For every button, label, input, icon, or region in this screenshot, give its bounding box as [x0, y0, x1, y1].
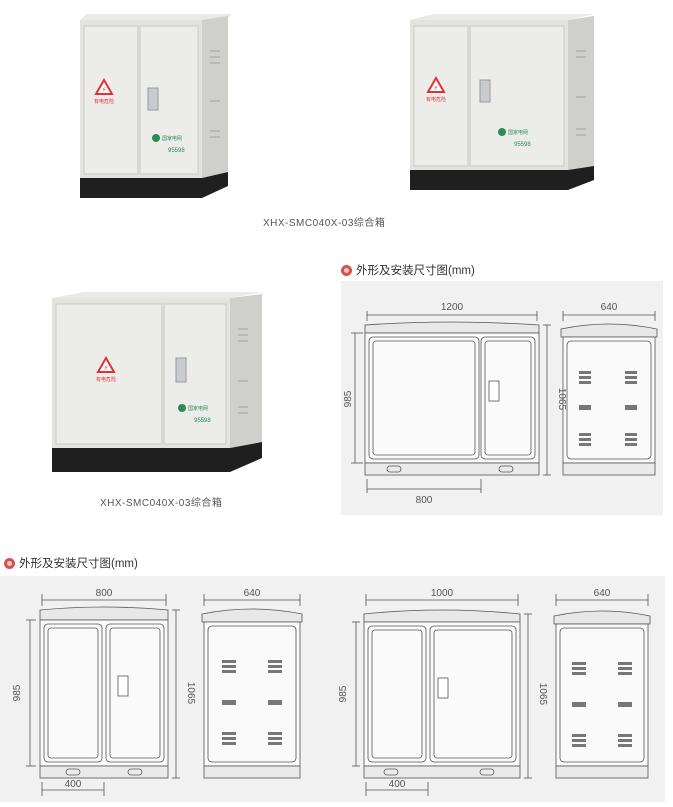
drawing-panel-1: 1200 985 1065 800 640	[341, 281, 663, 515]
section-title-1: 外形及安装尺寸图(mm)	[341, 262, 475, 278]
caution-label: 有电危险	[94, 98, 114, 105]
logo-text: 国家电网	[162, 135, 182, 142]
dim-height-1065: 1065	[185, 682, 196, 705]
dim-height-985: 985	[338, 685, 349, 702]
section-title-2: 外形及安装尺寸图(mm)	[4, 555, 138, 571]
bullet-icon	[4, 557, 15, 569]
top-caption: XHX-SMC040X-03综合箱	[263, 218, 386, 229]
dim-depth-640: 640	[594, 588, 611, 599]
dim-base-400: 400	[389, 779, 406, 790]
cabinet-photo-2: ⚡ 有电危险 国家电网 95598	[408, 10, 598, 195]
dim-width-1200: 1200	[441, 302, 464, 313]
dim-depth-640: 640	[244, 588, 261, 599]
dim-height-985: 985	[343, 390, 354, 407]
dim-height-985: 985	[12, 684, 23, 701]
hotline-badge: 95598	[194, 418, 211, 424]
logo-text: 国家电网	[188, 405, 208, 412]
svg-text:⚡: ⚡	[434, 84, 439, 92]
drawing-panel-2: 800 985 1065 400 640 1000 985 1065 400 6…	[0, 576, 665, 802]
dim-width-800: 800	[96, 588, 113, 599]
photo-3-caption: XHX-SMC040X-03综合箱	[100, 498, 223, 509]
caution-label: 有电危险	[426, 96, 446, 103]
svg-text:⚡: ⚡	[102, 86, 107, 94]
svg-text:⚡: ⚡	[104, 364, 109, 372]
dim-depth-640: 640	[601, 302, 618, 313]
dim-width-1000: 1000	[431, 588, 454, 599]
hotline-badge: 95598	[168, 148, 185, 154]
bullet-icon	[341, 264, 352, 276]
dim-height-1065: 1065	[537, 683, 548, 706]
caution-label: 有电危险	[96, 376, 116, 383]
hotline-badge: 95598	[514, 142, 531, 148]
dim-base-800: 800	[416, 495, 433, 506]
cabinet-photo-3: ⚡ 有电危险 国家电网 95598	[50, 288, 265, 476]
dim-base-400: 400	[65, 779, 82, 790]
cabinet-photo-1: ⚡ 有电危险 国家电网 95598	[76, 10, 236, 200]
dim-height-1065: 1065	[556, 388, 567, 411]
logo-text: 国家电网	[508, 129, 528, 136]
